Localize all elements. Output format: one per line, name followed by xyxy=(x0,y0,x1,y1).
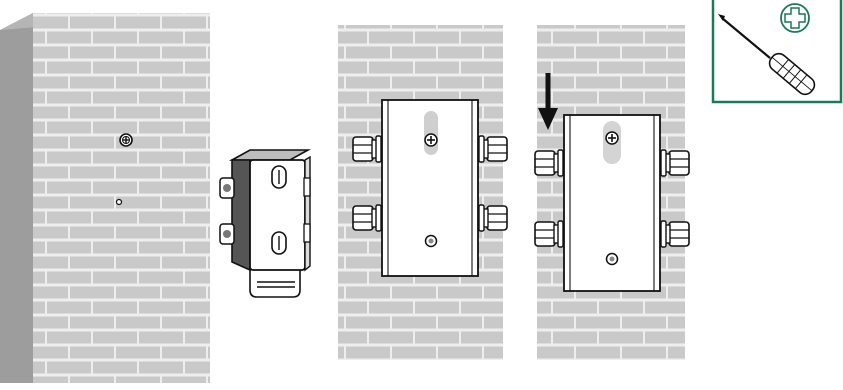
cable-gland-icon xyxy=(661,221,689,247)
keyhole-slot-icon xyxy=(271,231,287,255)
cable-gland-icon xyxy=(219,223,235,245)
wall-side xyxy=(0,13,33,383)
step-3-hang xyxy=(338,25,507,360)
phillips-screwdriver-icon xyxy=(718,14,816,96)
step-1-wall xyxy=(0,13,210,383)
keyhole-slot-icon xyxy=(271,165,287,189)
phillips-head-icon xyxy=(780,3,810,33)
step-2-device xyxy=(219,149,312,298)
tool-inset xyxy=(711,0,843,104)
down-arrow-icon xyxy=(538,73,558,130)
tool-inset-frame xyxy=(711,0,843,104)
cable-gland-icon xyxy=(479,205,507,231)
cable-gland-icon xyxy=(534,149,564,177)
screw-head-icon xyxy=(119,133,133,147)
screw-head-icon xyxy=(605,131,619,145)
cable-gland-icon xyxy=(661,150,689,176)
cable-gland-icon xyxy=(219,177,235,199)
screw-head-icon xyxy=(424,133,438,147)
step-4-fix xyxy=(534,25,689,360)
cable-gland-icon xyxy=(479,136,507,162)
cable-gland-icon xyxy=(534,220,564,248)
cable-gland-icon xyxy=(352,135,382,163)
wall-hole-icon xyxy=(115,198,123,206)
cable-gland-icon xyxy=(352,204,382,232)
brick-wall xyxy=(33,13,210,383)
